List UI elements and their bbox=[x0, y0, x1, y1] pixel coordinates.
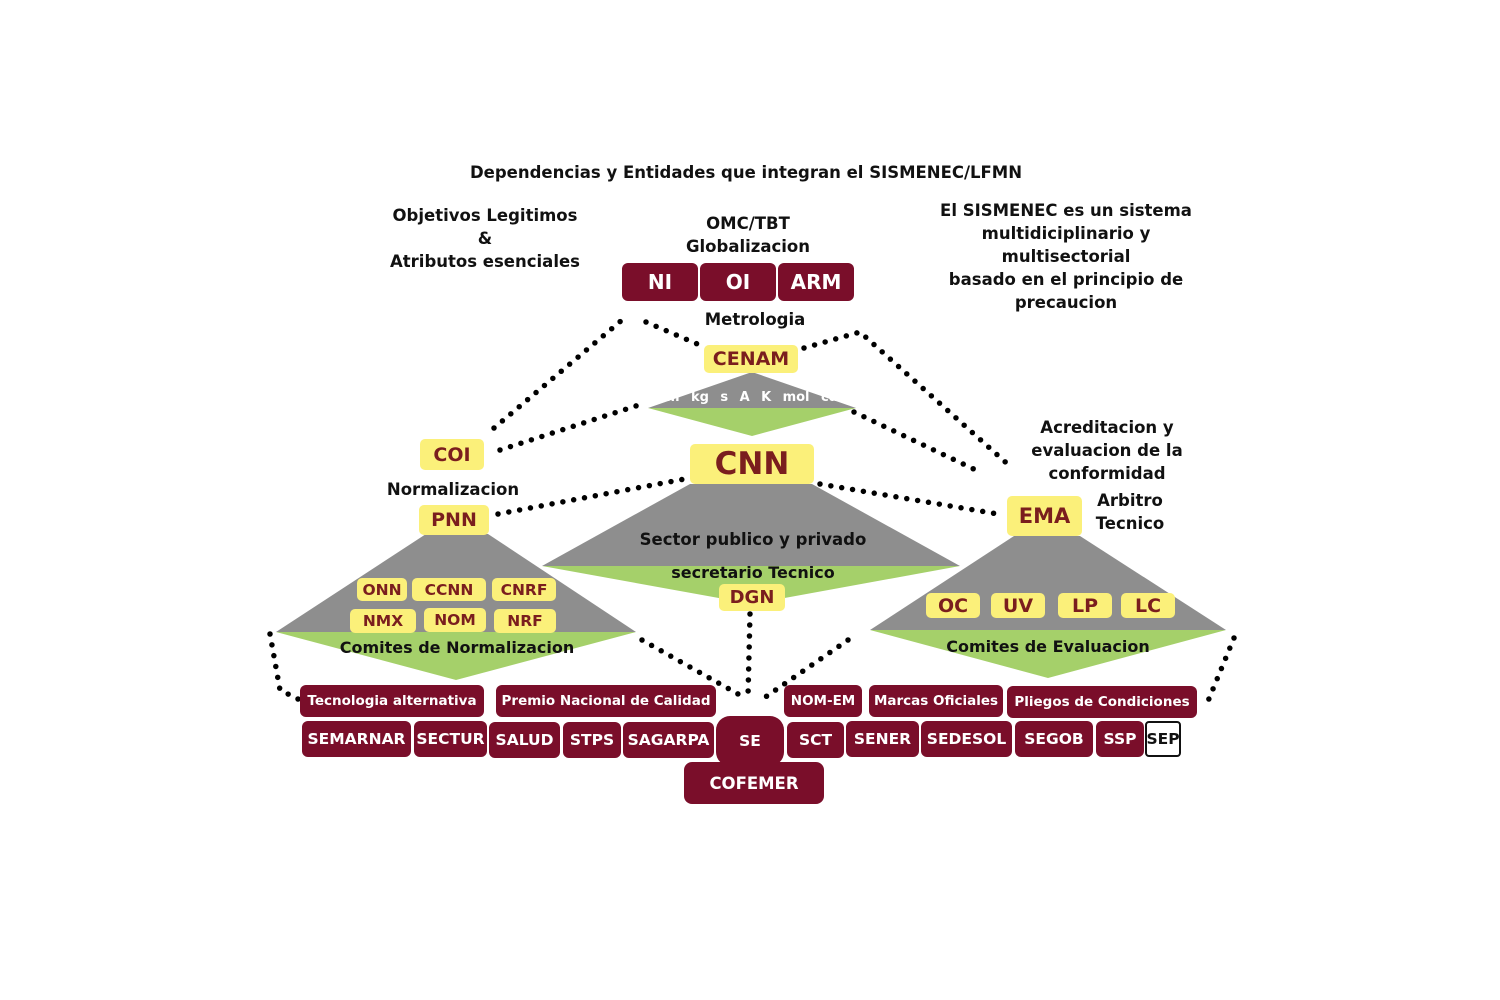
comites-evaluacion-text: Comites de Evaluacion bbox=[946, 637, 1150, 656]
left-note: Objetivos Legitimos & Atributos esencial… bbox=[360, 204, 610, 273]
top-note-line1: OMC/TBT bbox=[706, 214, 790, 233]
onn-box: ONN bbox=[357, 578, 407, 601]
cnn-gray-triangle bbox=[542, 484, 960, 566]
connector-left-loop bbox=[267, 631, 303, 703]
right-note-line4: precaucion bbox=[1014, 293, 1118, 312]
dep-semarnar: SEMARNAR bbox=[302, 721, 411, 757]
cenam-box: CENAM bbox=[704, 345, 798, 373]
si-units: m kg s A K mol cd bbox=[666, 390, 838, 405]
left-note-line1: Objetivos Legitimos bbox=[392, 206, 578, 225]
dep-se: SE bbox=[716, 716, 784, 766]
acreditacion-line3: conformidad bbox=[1048, 464, 1166, 483]
dep-ssp: SSP bbox=[1096, 721, 1144, 757]
cnn-secretario-text: secretario Tecnico bbox=[671, 563, 835, 582]
pliegos-condiciones-box: Pliegos de Condiciones bbox=[1007, 686, 1197, 718]
connector-cnn-ema bbox=[817, 481, 1001, 517]
lc-box: LC bbox=[1121, 593, 1175, 618]
comites-normalizacion-text: Comites de Normalizacion bbox=[339, 638, 575, 657]
oi-box: OI bbox=[700, 263, 776, 301]
right-note-line3: basado en el principio de bbox=[948, 270, 1184, 289]
nrf-box: NRF bbox=[494, 609, 556, 633]
cnn-box: CNN bbox=[690, 444, 814, 484]
unit-kg: kg bbox=[690, 390, 709, 405]
ema-box: EMA bbox=[1007, 496, 1082, 536]
dep-segob: SEGOB bbox=[1015, 721, 1093, 757]
dep-sct: SCT bbox=[787, 722, 844, 758]
dep-sedesol: SEDESOL bbox=[921, 721, 1012, 757]
lp-box: LP bbox=[1058, 593, 1112, 618]
right-note-line1: El SISMENEC es un sistema bbox=[940, 201, 1192, 220]
cnn-sector-text: Sector publico y privado bbox=[639, 530, 867, 549]
nom-box: NOM bbox=[424, 608, 486, 632]
connector-pnn-cnn bbox=[495, 475, 693, 517]
nmx-box: NMX bbox=[350, 609, 416, 633]
unit-cd: cd bbox=[820, 390, 838, 405]
marcas-oficiales-box: Marcas Oficiales bbox=[869, 685, 1003, 717]
coi-box: COI bbox=[420, 439, 484, 470]
acreditacion-label: Acreditacion y evaluacion de la conformi… bbox=[1022, 416, 1192, 485]
page-title: Dependencias y Entidades que integran el… bbox=[469, 163, 1023, 182]
connector-cenam-ema bbox=[851, 409, 983, 475]
dep-sagarpa: SAGARPA bbox=[623, 722, 714, 758]
unit-mol: mol bbox=[782, 390, 810, 405]
uv-box: UV bbox=[991, 593, 1045, 618]
top-note-line2: Globalizacion bbox=[685, 237, 811, 256]
cenam-gray-triangle bbox=[648, 372, 856, 408]
connector-cenam-right bbox=[801, 328, 1015, 471]
dep-sep: SEP bbox=[1145, 721, 1181, 757]
tecnologia-alternativa-box: Tecnologia alternativa bbox=[300, 685, 484, 717]
unit-s: s bbox=[720, 390, 729, 405]
right-note: El SISMENEC es un sistema multidiciplina… bbox=[916, 199, 1216, 314]
ni-box: NI bbox=[622, 263, 698, 301]
premio-nacional-box: Premio Nacional de Calidad bbox=[496, 685, 716, 717]
dgn-box: DGN bbox=[719, 584, 785, 611]
connector-coi-cenam bbox=[497, 401, 645, 453]
ema-green-triangle bbox=[870, 630, 1226, 678]
cnrf-box: CNRF bbox=[492, 578, 556, 601]
dep-salud: SALUD bbox=[489, 722, 560, 758]
connector-coi-top bbox=[491, 317, 625, 431]
normalizacion-label: Normalizacion bbox=[386, 480, 520, 499]
left-note-line2: & bbox=[477, 229, 493, 248]
oc-box: OC bbox=[926, 593, 980, 618]
arbitro-line1: Arbitro bbox=[1097, 491, 1163, 510]
arbitro-line2: Tecnico bbox=[1095, 514, 1165, 533]
nom-em-box: NOM-EM bbox=[784, 685, 862, 717]
cofemer-box: COFEMER bbox=[684, 762, 824, 804]
arm-box: ARM bbox=[778, 263, 854, 301]
ccnn-box: CCNN bbox=[412, 578, 486, 601]
left-note-line3: Atributos esenciales bbox=[390, 252, 580, 271]
unit-k: K bbox=[761, 390, 772, 405]
right-note-line2: multidiciplinario y multisectorial bbox=[981, 224, 1151, 266]
acreditacion-line1: Acreditacion y bbox=[1040, 418, 1174, 437]
acreditacion-line2: evaluacion de la bbox=[1031, 441, 1183, 460]
connector-dgn-se bbox=[745, 611, 753, 699]
connector-top-cenam bbox=[643, 319, 705, 349]
pnn-box: PNN bbox=[419, 505, 489, 535]
unit-a: A bbox=[739, 390, 750, 405]
connector-pnn-se bbox=[639, 637, 741, 697]
top-note: OMC/TBT Globalizacion bbox=[660, 212, 836, 258]
cenam-green-triangle bbox=[648, 408, 856, 436]
unit-m: m bbox=[666, 390, 680, 405]
connector-right-loop bbox=[1203, 635, 1237, 709]
metrologia-label: Metrologia bbox=[704, 310, 806, 329]
pnn-green-triangle bbox=[276, 632, 636, 680]
arbitro-label: Arbitro Tecnico bbox=[1082, 489, 1178, 535]
dep-sener: SENER bbox=[846, 721, 919, 757]
dep-sectur: SECTUR bbox=[414, 721, 487, 757]
dep-stps: STPS bbox=[563, 722, 621, 758]
